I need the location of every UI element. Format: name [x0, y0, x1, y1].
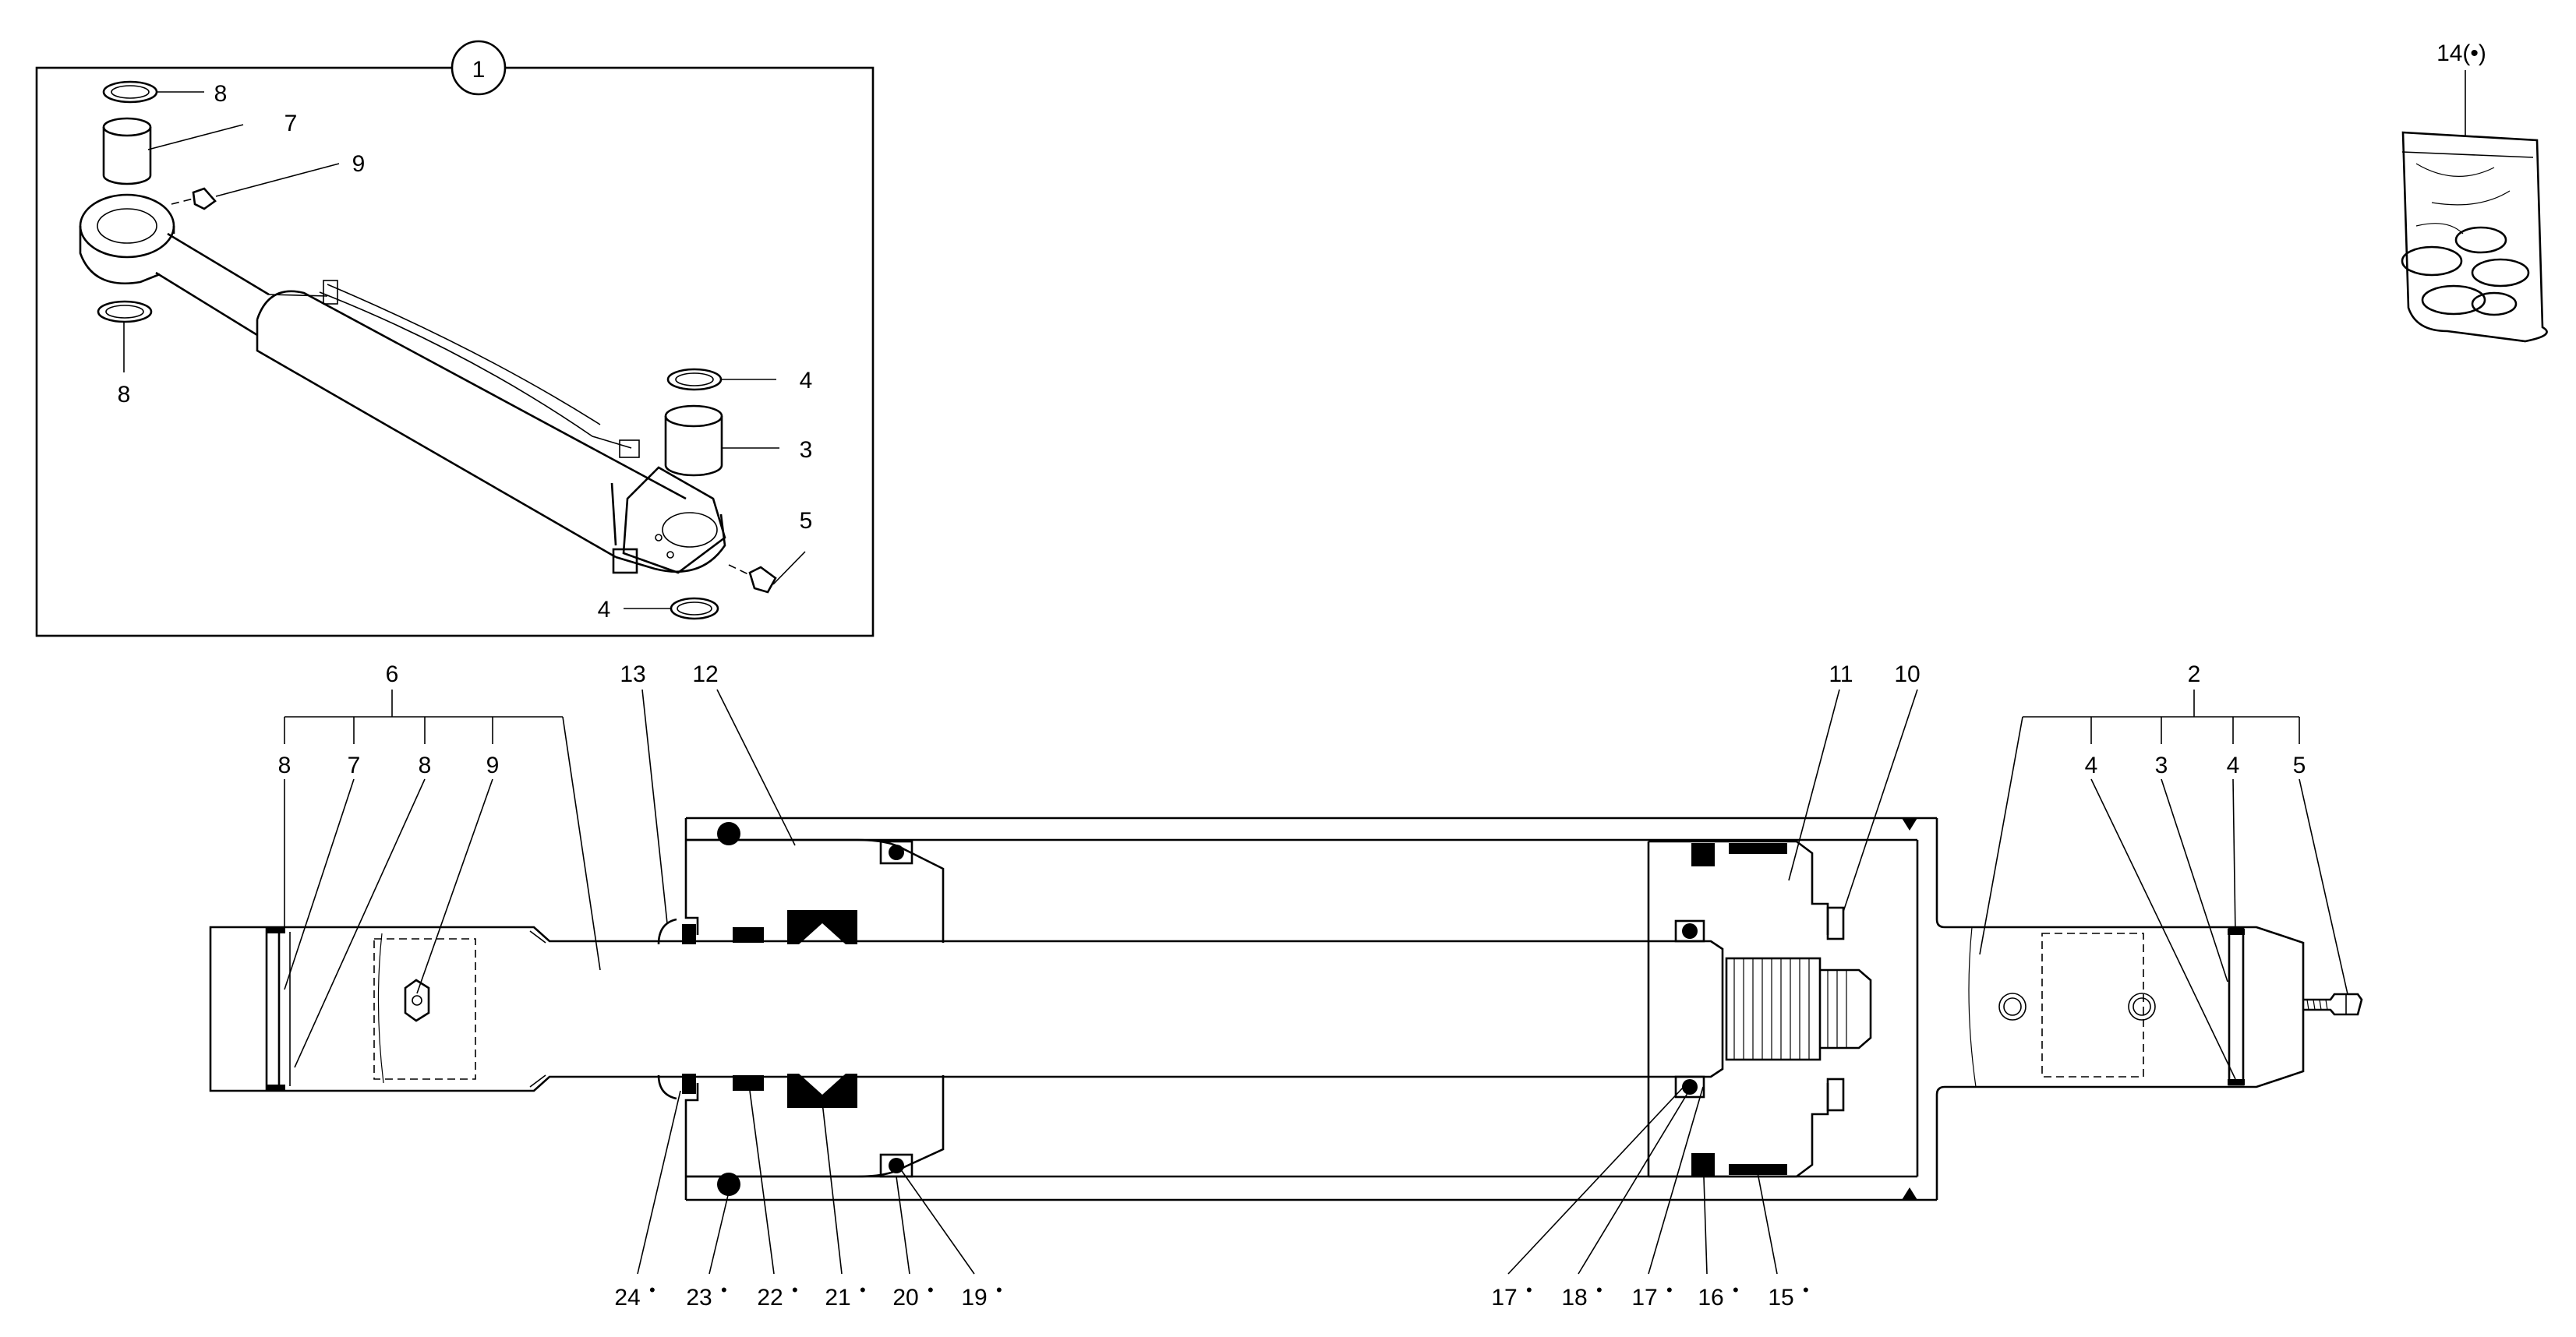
label-bottom-23: 23	[686, 1285, 712, 1311]
bullet-22: •	[792, 1280, 798, 1300]
grease-fitting-right	[728, 551, 806, 594]
ring-bottom	[97, 300, 153, 372]
grease-fitting-top	[171, 163, 340, 210]
label-top-4b: 4	[2227, 753, 2240, 778]
label-top-9: 9	[486, 753, 500, 778]
label-group-2: 2	[2188, 661, 2201, 687]
label-right-ring-bottom: 4	[598, 597, 611, 623]
bottom-label-22: 22 •	[757, 1280, 797, 1311]
bullet-21: •	[860, 1280, 866, 1300]
label-seal-kit: 14(•)	[2436, 41, 2486, 66]
label-top-8a: 8	[278, 753, 292, 778]
label-bottom-19: 19	[961, 1285, 987, 1311]
bushing-right	[664, 404, 779, 477]
bullet-23: •	[721, 1280, 727, 1300]
bottom-label-21: 21 •	[825, 1280, 865, 1311]
piston-rod	[209, 926, 1724, 1092]
cylinder-body	[155, 232, 726, 574]
label-bottom-22: 22	[757, 1285, 783, 1311]
label-bottom-17b: 17	[1631, 1285, 1657, 1311]
bullet-17a: •	[1526, 1280, 1532, 1300]
cylinder-section-view: 6 2 8 7 8 9 13 12 11 10 4 3 4 5 24• 23• …	[209, 661, 2363, 1311]
label-bottom-15: 15	[1768, 1285, 1793, 1311]
label-group-6: 6	[386, 661, 399, 687]
label-top-bushing: 7	[284, 111, 298, 136]
bushing-top	[102, 117, 244, 185]
label-top-ring: 8	[214, 81, 228, 107]
label-bottom-21: 21	[825, 1285, 850, 1311]
cylinder-eye-end	[79, 193, 175, 285]
bottom-label-17b: 17 •	[1631, 1280, 1672, 1311]
bottom-label-16: 16 •	[1698, 1280, 1738, 1311]
barrel	[686, 817, 1937, 1201]
label-top-4a: 4	[2085, 753, 2098, 778]
bullet-24: •	[649, 1280, 655, 1300]
front-gland	[657, 818, 945, 1200]
label-bottom-17a: 17	[1491, 1285, 1517, 1311]
piston	[1647, 840, 1845, 1178]
ring-top	[102, 80, 204, 104]
label-top-8b: 8	[419, 753, 432, 778]
label-bottom-18: 18	[1561, 1285, 1587, 1311]
bullet-15: •	[1803, 1280, 1809, 1300]
section-labels: 6 2 8 7 8 9 13 12 11 10 4 3 4 5 24• 23• …	[278, 661, 2306, 1311]
label-top-12: 12	[692, 661, 718, 687]
bottom-label-17a: 17 •	[1491, 1280, 1532, 1311]
bottom-label-15: 15 •	[1768, 1280, 1808, 1311]
exploded-view-frame	[35, 66, 875, 637]
bullet-17b: •	[1666, 1280, 1673, 1300]
label-bottom-20: 20	[892, 1285, 918, 1311]
label-top-3: 3	[2155, 753, 2168, 778]
bullet-19: •	[996, 1280, 1002, 1300]
label-top-5: 5	[2293, 753, 2306, 778]
bottom-label-19: 19 •	[961, 1280, 1002, 1311]
callout-circle	[451, 40, 507, 96]
label-top-7: 7	[348, 753, 361, 778]
label-top-10: 10	[1894, 661, 1920, 687]
label-grease-right: 5	[800, 508, 813, 534]
label-grease-top: 9	[352, 151, 366, 177]
label-top-11: 11	[1829, 661, 1853, 687]
exploded-view: 1 8 7 9	[35, 40, 875, 637]
bottom-label-18: 18 •	[1561, 1280, 1602, 1311]
rod-thread	[1725, 957, 1872, 1061]
label-bottom-ring: 8	[118, 382, 131, 407]
label-right-ring-top: 4	[800, 368, 813, 393]
bullet-20: •	[928, 1280, 934, 1300]
label-bottom-16: 16	[1698, 1285, 1723, 1311]
leader-lines	[284, 689, 2348, 1275]
bottom-label-23: 23 •	[686, 1280, 726, 1311]
label-right-bushing: 3	[800, 437, 813, 463]
rear-end-cap	[1916, 818, 2363, 1200]
label-bottom-24: 24	[614, 1285, 640, 1311]
bottom-label-24: 24 •	[614, 1280, 655, 1311]
ring-right-top	[666, 368, 776, 391]
label-top-13: 13	[620, 661, 645, 687]
ring-right-bottom	[624, 597, 719, 620]
cylinder-head-end	[622, 466, 726, 574]
bullet-18: •	[1596, 1280, 1602, 1300]
bottom-label-20: 20 •	[892, 1280, 933, 1311]
callout-number: 1	[472, 57, 486, 83]
bullet-16: •	[1733, 1280, 1739, 1300]
seal-kit-bag: 14(•)	[2401, 41, 2548, 343]
